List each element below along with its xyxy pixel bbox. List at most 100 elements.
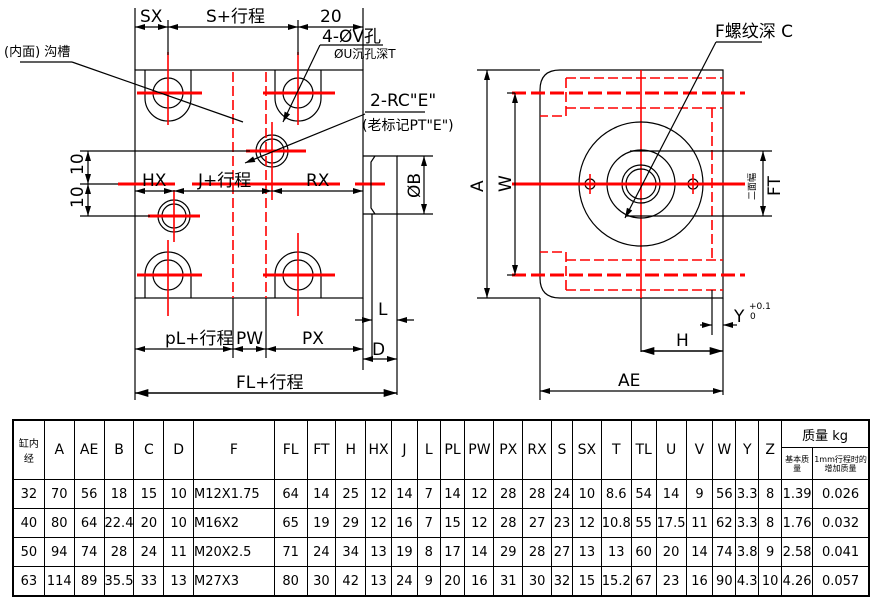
dim-y-tol-upper: +0.1 [749, 302, 771, 312]
dim-s-stroke: S+行程 [206, 7, 265, 27]
header-pl: PL [439, 419, 466, 480]
table-cell: 7 [416, 479, 441, 509]
table-cell: 28 [103, 537, 135, 567]
table-cell: 19 [391, 537, 418, 567]
table-cell: 9 [758, 537, 783, 567]
table-cell: 20 [439, 566, 466, 597]
header-d: D [163, 419, 195, 480]
table-cell: 24 [133, 537, 165, 567]
dim-sx: SX [140, 7, 163, 27]
header-pw: PW [464, 419, 495, 480]
table-cell: M12X1.75 [193, 479, 275, 509]
table-cell: 8 [416, 537, 441, 567]
dim-10-upper: 10 [68, 153, 88, 175]
dim-a: A [468, 180, 488, 192]
dim-rx: RX [306, 171, 330, 191]
table-cell: 11 [163, 537, 195, 567]
dim-pl-stroke: pL+行程 [165, 329, 234, 349]
header-h: H [335, 419, 367, 480]
dim-j-stroke: J+行程 [197, 171, 251, 191]
table-cell: 14 [655, 479, 687, 509]
header-b: B [103, 419, 135, 480]
rod-end [363, 155, 398, 215]
table-cell: 19 [306, 508, 337, 538]
table-cell: 33 [133, 566, 165, 597]
table-cell: 71 [273, 537, 308, 567]
table-cell: 65 [273, 508, 308, 538]
table-cell: 0.032 [812, 508, 870, 538]
table-cell: 13 [163, 566, 195, 597]
table-cell: 3.3 [735, 508, 760, 538]
table-cell: 64 [273, 479, 308, 509]
table-cell: 23 [655, 566, 687, 597]
table-cell: 3.8 [735, 537, 760, 567]
table-cell: 50 [12, 537, 45, 567]
table-cell: 54 [630, 479, 657, 509]
table-cell: 16 [685, 566, 714, 597]
header-j: J [391, 419, 418, 480]
table-cell: 15 [571, 566, 602, 597]
table-cell: 2.58 [781, 537, 814, 567]
header-y: Y [735, 419, 760, 480]
table-cell: 9 [685, 479, 714, 509]
table-cell: 40 [12, 508, 45, 538]
dim-20: 20 [320, 7, 342, 27]
table-cell: 30 [306, 566, 337, 597]
dim-ft: FT [765, 176, 785, 196]
table-cell: 24 [306, 537, 337, 567]
table-cell: 34 [335, 537, 367, 567]
table-cell: 32 [551, 566, 573, 597]
table-cell: 14 [464, 537, 495, 567]
table-cell: 13 [365, 566, 392, 597]
table-cell: 10.8 [600, 508, 632, 538]
header-c: C [133, 419, 165, 480]
port-note-line1: 2-RC"E" [370, 91, 436, 111]
table-cell: 13 [600, 537, 632, 567]
table-cell: 3.3 [735, 479, 760, 509]
header-mass: 质量 kg [781, 419, 870, 449]
table-cell: 55 [630, 508, 657, 538]
table-cell: 24 [551, 479, 573, 509]
table-cell: 25 [335, 479, 367, 509]
header-f: F [193, 419, 275, 480]
table-cell: 28 [522, 537, 553, 567]
header-fl: FL [273, 419, 308, 480]
table-cell: 67 [630, 566, 657, 597]
table-cell: 20 [655, 537, 687, 567]
table-cell: 74 [73, 537, 105, 567]
table-cell: 10 [163, 508, 195, 538]
dim-l: L [378, 300, 388, 320]
header-tl: TL [630, 419, 657, 480]
dim-ae: AE [618, 371, 640, 391]
table-cell: 80 [43, 508, 75, 538]
table-cell: 10 [163, 479, 195, 509]
table-cell: 14 [685, 537, 714, 567]
table-cell: 8 [758, 508, 783, 538]
port-note-line2: (老标记PT"E") [362, 118, 454, 134]
dim-h: H [676, 331, 689, 351]
side-view: F螺纹深 C A W FT 二面幅 Y +0.1 0 H AE [468, 22, 793, 400]
table-cell: 42 [335, 566, 367, 597]
table-cell: 12 [365, 479, 392, 509]
table-cell: 15 [133, 479, 165, 509]
table-cell: M20X2.5 [193, 537, 275, 567]
header-t: T [600, 419, 632, 480]
table-cell: 8 [758, 479, 783, 509]
table-cell: 63 [12, 566, 45, 597]
table-cell: 10 [571, 479, 602, 509]
table-cell: 28 [493, 508, 524, 538]
table-header-row: 缸内经 A AE B C D F FL FT H HX J L PL PW PX… [12, 419, 870, 480]
table-cell: 17 [439, 537, 466, 567]
table-cell: 17.5 [655, 508, 687, 538]
table-cell: 114 [43, 566, 75, 597]
dim-d: D [372, 340, 385, 360]
table-cell: 15 [439, 508, 466, 538]
hole-note-line2: ØU沉孔深T [334, 47, 396, 61]
table-cell: 8.6 [600, 479, 632, 509]
table-cell: 32 [12, 479, 45, 509]
table-cell: 23 [551, 508, 573, 538]
header-s: S [551, 419, 573, 480]
hole-note-line1: 4-ØV孔 [322, 27, 381, 47]
table-cell: 13 [571, 537, 602, 567]
